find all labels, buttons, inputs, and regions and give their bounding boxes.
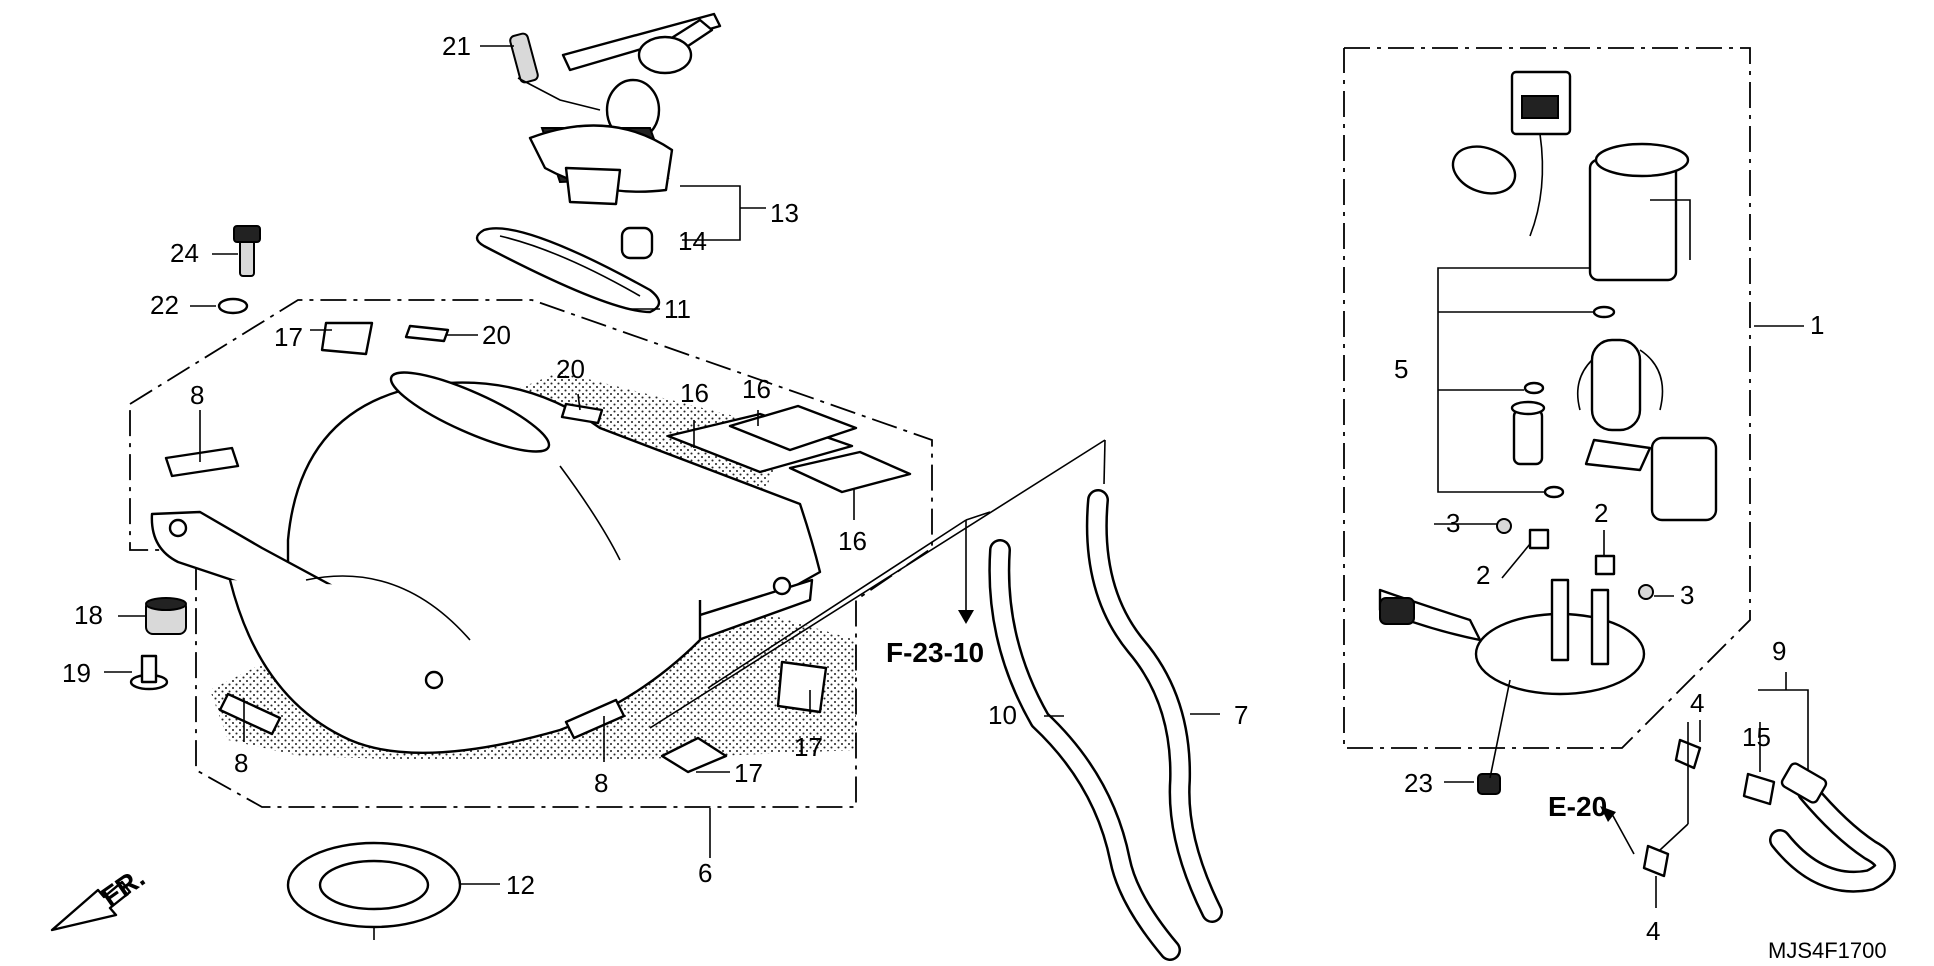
callout-2b: 2: [1476, 560, 1490, 590]
callout-16a: 16: [680, 378, 709, 408]
cap-latch: [564, 166, 622, 206]
cap-seal-14: [620, 226, 654, 260]
callout-20a: 20: [482, 320, 511, 350]
callout-23: 23: [1404, 768, 1433, 798]
rubber-strip-8-left: [164, 446, 240, 478]
callout-21: 21: [442, 31, 471, 61]
callout-8c: 8: [594, 768, 608, 798]
callout-24: 24: [170, 238, 199, 268]
callout-17c: 17: [734, 758, 763, 788]
callout-11: 11: [664, 294, 691, 324]
cushion-18: [145, 597, 187, 635]
screw-3-left: [1496, 518, 1512, 534]
pump-filter-housing: [1650, 436, 1718, 522]
callout-9: 9: [1772, 636, 1786, 666]
pad-17-top: [320, 321, 374, 356]
callout-15: 15: [1742, 722, 1771, 752]
pad-17-right: [776, 660, 828, 714]
screw-3-right: [1638, 584, 1654, 600]
collar-19: [129, 654, 169, 691]
nut-23: [1477, 773, 1501, 795]
callout-17a: 17: [274, 322, 303, 352]
pump-flange-plate: [1378, 578, 1646, 696]
reference-e-20: E-20: [1548, 791, 1607, 822]
key-head: [637, 35, 693, 75]
pump-bracket: [1584, 438, 1652, 472]
pad-16-c: [788, 450, 912, 494]
pump-body: [1588, 142, 1691, 282]
pad-17-bottom: [660, 736, 728, 774]
nut-2-left: [1528, 528, 1550, 550]
pad-20-top: [404, 324, 450, 343]
callout-16b: 16: [742, 374, 771, 404]
leader-lines: [104, 45, 1809, 908]
reference-f-23-10: F-23-10: [886, 637, 984, 668]
tank-filler-opening: [389, 371, 551, 453]
callout-4b: 4: [1646, 916, 1660, 946]
callout-5: 5: [1394, 354, 1408, 384]
filler-neck-ring-11: [475, 227, 661, 314]
callout-4a: 4: [1690, 688, 1704, 718]
fuel-tank: [150, 371, 822, 754]
rubber-strip-8-right: [564, 698, 626, 740]
front-direction-arrow: [50, 880, 132, 932]
callout-6: 6: [698, 858, 712, 888]
callout-8a: 8: [190, 380, 204, 410]
callout-16c: 16: [838, 526, 867, 556]
callout-3b: 3: [1680, 580, 1694, 610]
joint-clip-15: [1742, 772, 1776, 806]
o-ring-5b: [1523, 381, 1545, 395]
callout-12: 12: [506, 870, 535, 900]
clip-4-bottom: [1642, 844, 1670, 878]
pad-16-a: [666, 412, 854, 474]
diagram-code: MJS4F1700: [1768, 938, 1887, 963]
pressure-regulator: [1510, 400, 1546, 466]
pad-20-mid: [560, 402, 604, 425]
fuel-pump-group-outline: [1343, 47, 1751, 749]
callout-2a: 2: [1594, 498, 1608, 528]
callout-20b: 20: [556, 354, 585, 384]
pad-16-b: [728, 404, 858, 452]
rubber-strip-8-bottom: [218, 692, 282, 736]
o-ring-5c: [1543, 485, 1565, 499]
pump-connector: [1451, 70, 1572, 237]
callout-10: 10: [988, 700, 1017, 730]
fuel-cap-assembly: [509, 12, 722, 206]
nut-2-right: [1594, 554, 1616, 576]
bolt-24: [233, 225, 261, 277]
cap-bolt: [509, 32, 539, 84]
feed-hose-9: [1769, 762, 1896, 893]
hose-10: [988, 539, 1181, 961]
callout-14: 14: [678, 226, 707, 256]
callout-18: 18: [74, 600, 103, 630]
callout-22: 22: [150, 290, 179, 320]
o-ring-5a: [1592, 305, 1616, 319]
tank-plate-12: [286, 841, 462, 940]
callout-8b: 8: [234, 748, 248, 778]
pump-motor: [1576, 338, 1664, 432]
hose-7: [1085, 489, 1223, 923]
callout-19: 19: [62, 658, 91, 688]
callout-3a: 3: [1446, 508, 1460, 538]
callout-17b: 17: [794, 732, 823, 762]
washer-22: [217, 297, 249, 315]
callout-13: 13: [770, 198, 799, 228]
callout-numbers: 21 13 14 11 24 22 17 20 20 8 16 16 16 18…: [62, 31, 1887, 963]
callout-1: 1: [1810, 310, 1824, 340]
key-tag: [561, 12, 722, 72]
callout-7: 7: [1234, 700, 1248, 730]
